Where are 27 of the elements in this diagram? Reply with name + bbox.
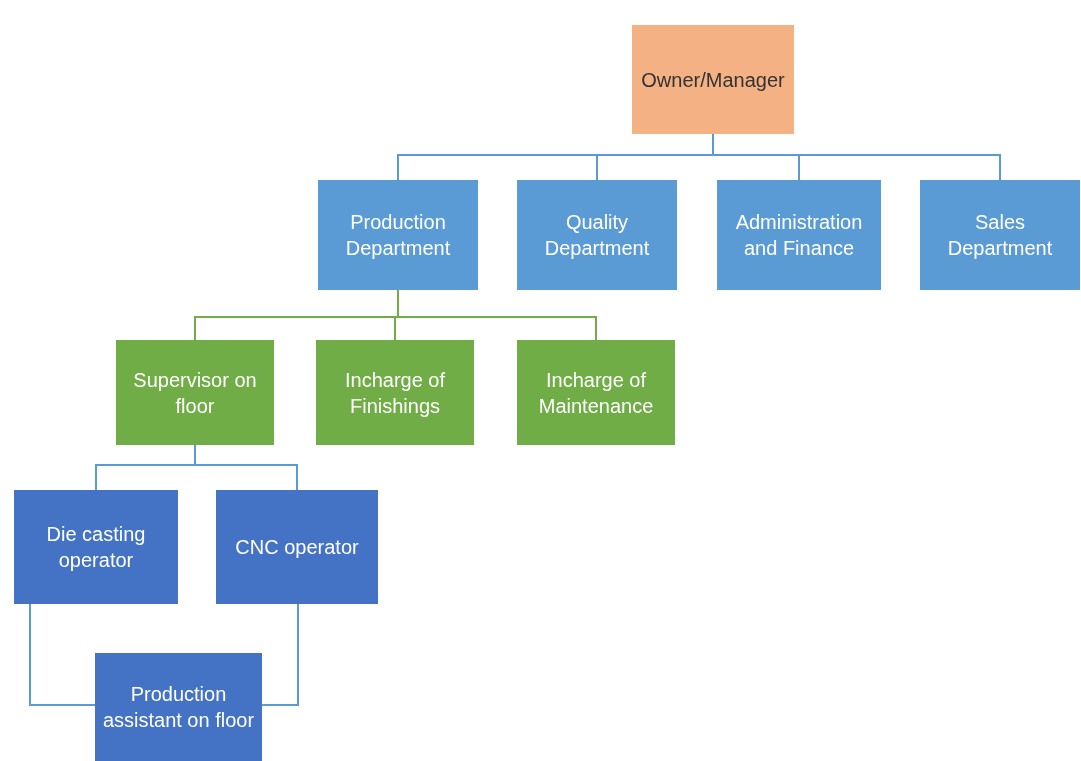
org-box: [632, 25, 794, 134]
box-label: Administration and Finance: [734, 210, 864, 261]
box-label: Supervisor on floor: [132, 367, 258, 419]
org-box: [318, 180, 478, 290]
box-label: Owner/Manager: [641, 67, 785, 93]
connector-line: [397, 289, 597, 341]
org-box: [517, 340, 675, 445]
org-box: [14, 490, 178, 604]
box-label: Sales Department: [946, 210, 1054, 261]
connector-line: [261, 603, 299, 706]
org-box: [116, 340, 274, 445]
box-label: CNC operator: [235, 535, 359, 560]
box-label: Incharge of Finishings: [343, 367, 447, 419]
org-box: [920, 180, 1080, 290]
org-box: [95, 653, 262, 761]
box-label: Production assistant on floor: [101, 682, 256, 733]
org-box: [316, 340, 474, 445]
box-label: Die casting operator: [45, 522, 147, 573]
box-label: Incharge of Maintenance: [537, 367, 655, 419]
connector-line: [194, 444, 298, 491]
connector-line: [29, 603, 96, 706]
org-box: [517, 180, 677, 290]
connector-line: [712, 133, 1001, 181]
box-label: Production Department: [344, 210, 452, 261]
box-label: Quality Department: [543, 210, 651, 261]
org-box: [216, 490, 378, 604]
org-box: [717, 180, 881, 290]
